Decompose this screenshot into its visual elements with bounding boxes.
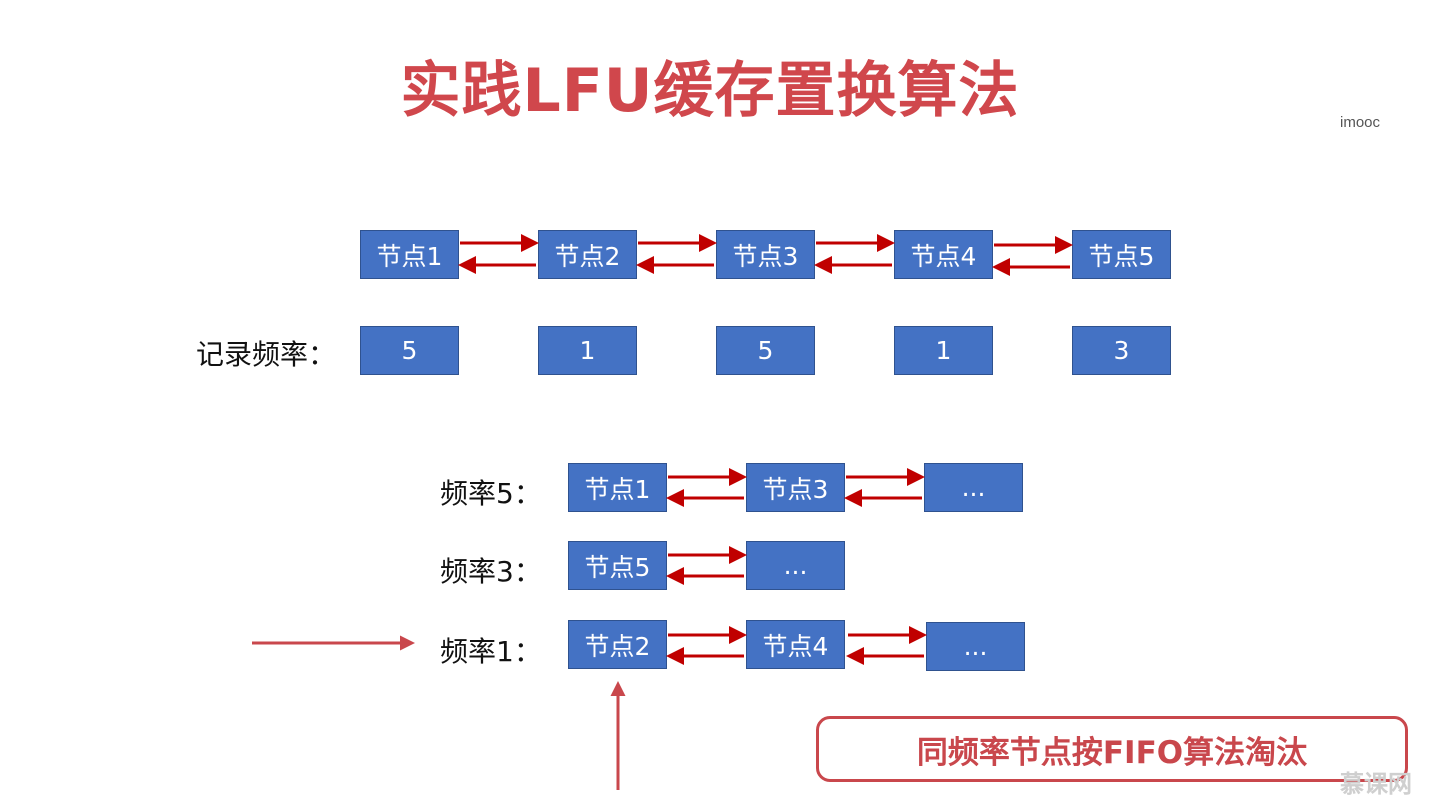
- freq-record-value-3: 5: [716, 326, 815, 375]
- freq3-node-1: 节点5: [568, 541, 667, 590]
- freq5-node-1: 节点1: [568, 463, 667, 512]
- top-node-4: 节点4: [894, 230, 993, 279]
- freq1-node-2: 节点4: [746, 620, 845, 669]
- top-node-1: 节点1: [360, 230, 459, 279]
- top-node-2: 节点2: [538, 230, 637, 279]
- freq3-node-2: ...: [746, 541, 845, 590]
- freq-record-value-1: 5: [360, 326, 459, 375]
- freq5-node-3: ...: [924, 463, 1023, 512]
- eviction-note: 同频率节点按FIFO算法淘汰: [816, 716, 1408, 782]
- top-node-3: 节点3: [716, 230, 815, 279]
- freq-record-value-5: 3: [1072, 326, 1171, 375]
- freq-record-value-4: 1: [894, 326, 993, 375]
- freq1-label: 频率1：: [440, 635, 542, 668]
- freq3-label: 频率3：: [440, 555, 542, 588]
- page-title: 实践LFU缓存置换算法: [400, 56, 1020, 126]
- watermark-text: imooc: [1340, 114, 1381, 131]
- freq1-node-1: 节点2: [568, 620, 667, 669]
- top-node-5: 节点5: [1072, 230, 1171, 279]
- freq5-node-2: 节点3: [746, 463, 845, 512]
- freq5-label: 频率5：: [440, 477, 542, 510]
- freq1-node-3: ...: [926, 622, 1025, 671]
- freq-record-label: 记录频率：: [196, 338, 337, 371]
- freq-record-value-2: 1: [538, 326, 637, 375]
- logo-text: 慕课网: [1340, 770, 1412, 798]
